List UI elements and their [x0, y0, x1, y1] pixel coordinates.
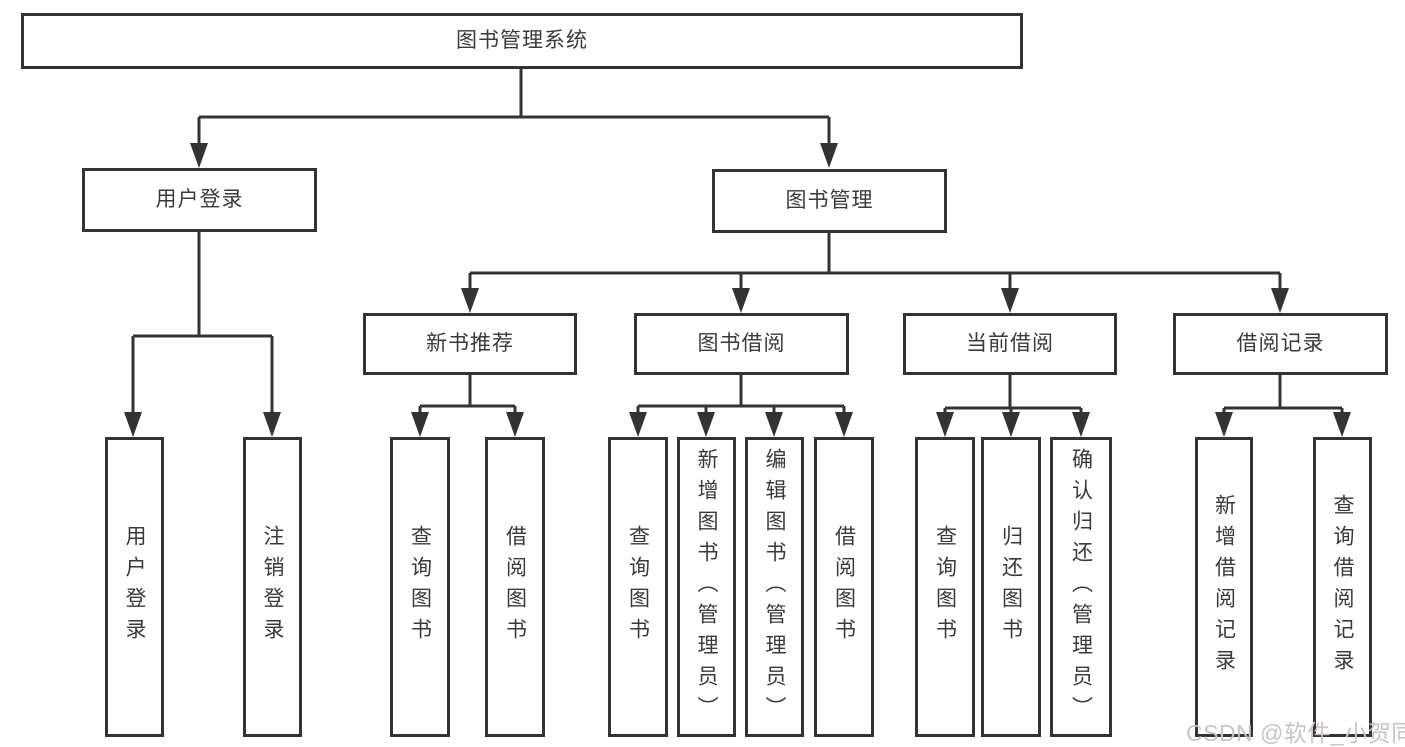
leaf-add-books-admin-label: 新增图书（管理员）	[695, 447, 718, 727]
leaf-edit-books-admin: 编辑图书（管理员）	[745, 437, 804, 737]
leaf-query-books-borrow-label: 查询图书	[626, 525, 650, 649]
node-book-borrow-label: 图书借阅	[697, 332, 786, 356]
node-new-book-recommend: 新书推荐	[363, 313, 577, 375]
node-book-management: 图书管理	[712, 169, 947, 233]
leaf-add-borrow-record-label: 新增借阅记录	[1212, 494, 1236, 680]
leaf-query-books-recommend-label: 查询图书	[408, 525, 432, 649]
node-borrow-records-label: 借阅记录	[1236, 332, 1325, 356]
connector-lines	[131, 69, 1344, 417]
leaf-confirm-return-admin-label: 确认归还（管理员）	[1069, 447, 1093, 727]
leaf-borrow-books-recommend: 借阅图书	[485, 437, 545, 737]
node-current-borrow-label: 当前借阅	[966, 332, 1054, 356]
leaf-query-borrow-record: 查询借阅记录	[1313, 437, 1372, 737]
node-root: 图书管理系统	[21, 13, 1023, 69]
leaf-borrow-books-label: 借阅图书	[832, 525, 856, 649]
arrowheads	[124, 143, 1351, 437]
leaf-return-books-label: 归还图书	[999, 525, 1023, 649]
leaf-query-books-current-label: 查询图书	[933, 525, 957, 649]
node-borrow-records: 借阅记录	[1173, 313, 1388, 375]
leaf-confirm-return-admin: 确认归还（管理员）	[1050, 437, 1112, 737]
leaf-query-borrow-record-label: 查询借阅记录	[1331, 494, 1354, 680]
leaf-borrow-books: 借阅图书	[814, 437, 874, 737]
leaf-logout: 注销登录	[243, 437, 302, 737]
leaf-query-books-current: 查询图书	[915, 437, 975, 737]
leaf-borrow-books-recommend-label: 借阅图书	[503, 525, 527, 649]
node-user-login: 用户登录	[82, 168, 317, 232]
leaf-edit-books-admin-label: 编辑图书（管理员）	[763, 447, 786, 727]
leaf-logout-label: 注销登录	[261, 525, 284, 649]
node-current-borrow: 当前借阅	[903, 313, 1117, 375]
leaf-query-books-recommend: 查询图书	[390, 437, 450, 737]
leaf-add-books-admin: 新增图书（管理员）	[677, 437, 736, 737]
leaf-return-books: 归还图书	[981, 437, 1041, 737]
node-book-borrow: 图书借阅	[634, 313, 849, 375]
leaf-user-login: 用户登录	[105, 437, 164, 737]
node-root-label: 图书管理系统	[456, 29, 588, 53]
leaf-user-login-label: 用户登录	[123, 525, 146, 649]
node-book-management-label: 图书管理	[785, 189, 874, 213]
leaf-query-books-borrow: 查询图书	[608, 437, 668, 737]
leaf-add-borrow-record: 新增借阅记录	[1195, 437, 1253, 737]
node-new-book-recommend-label: 新书推荐	[426, 332, 514, 356]
csdn-watermark: CSDN @软件_小贺同学	[1186, 720, 1405, 746]
node-user-login-label: 用户登录	[155, 188, 244, 212]
